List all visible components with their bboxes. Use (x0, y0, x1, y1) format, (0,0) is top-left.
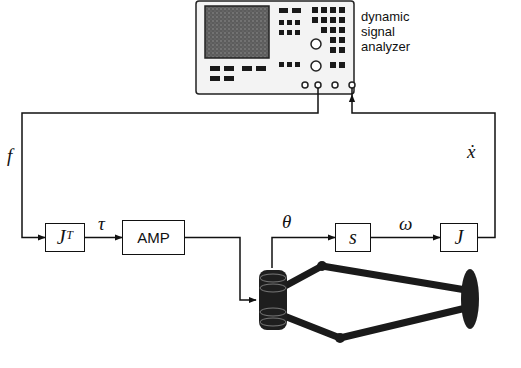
five-bar-robot (259, 261, 479, 343)
analyzer-knob (311, 61, 321, 71)
instrument-label: dynamic signal analyzer (361, 10, 439, 55)
cartesian-velocity-signal: ẋ (466, 142, 476, 161)
block-label: AMP (137, 229, 170, 246)
differentiator-block: s (335, 223, 371, 252)
signal-wire (22, 95, 318, 238)
motor-rings (260, 274, 286, 326)
analyzer-body (196, 1, 354, 94)
block-label: s (349, 226, 357, 249)
robot-motor (259, 270, 287, 330)
end-effector (461, 269, 479, 329)
velocity-signal: ω (398, 214, 413, 233)
amplifier-block: AMP (122, 220, 185, 255)
analyzer-buttons (210, 7, 345, 81)
joint-angle-signal: θ (281, 212, 292, 231)
robot-links (274, 266, 466, 338)
analyzer-screen (205, 6, 269, 58)
robot-joint (317, 261, 327, 271)
signal-wire (352, 95, 495, 238)
signal-wire (371, 237, 440, 239)
jacobian-transpose-block: Jᵀ (45, 223, 85, 252)
robot-joint (335, 333, 345, 343)
signal-analyzer-node: dynamic signal analyzer (195, 0, 355, 95)
port-wire (351, 88, 353, 95)
torque-signal: τ (97, 214, 106, 233)
jacobian-block: J (440, 223, 478, 252)
block-label: Jᵀ (57, 226, 74, 249)
force-signal: f (6, 146, 13, 165)
signal-analyzer (196, 1, 355, 95)
amp-output-wire (185, 238, 256, 301)
analyzer-ports (302, 82, 355, 88)
port-wire (317, 88, 319, 95)
block-label: J (455, 226, 464, 249)
analyzer-knob (311, 39, 321, 49)
signal-wire (85, 237, 122, 239)
